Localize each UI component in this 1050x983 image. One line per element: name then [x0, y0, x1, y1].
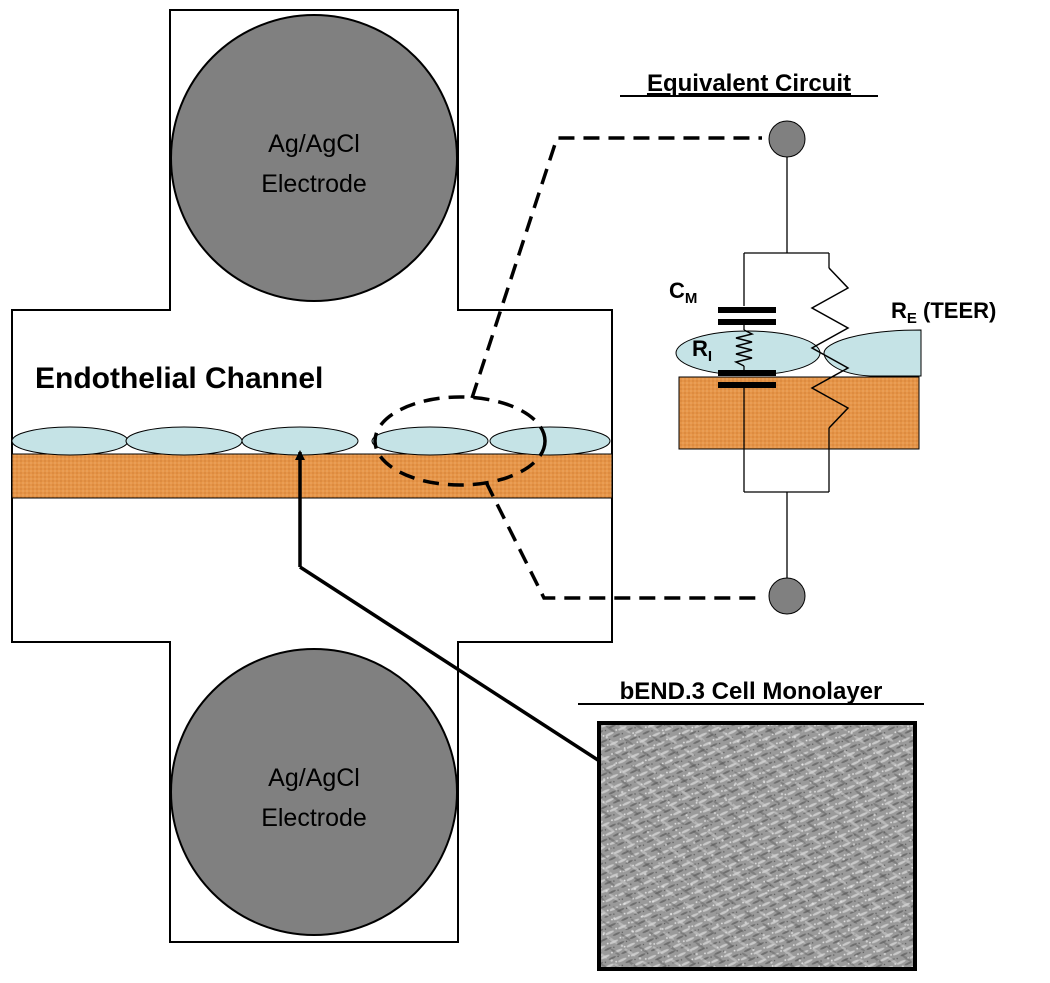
zoom-leader-top — [470, 136, 762, 399]
electrode-bottom — [170, 648, 458, 936]
circuit-cell-right — [823, 329, 922, 377]
label-ri: RI — [692, 336, 712, 365]
cell-layer — [11, 426, 611, 456]
membrane — [11, 453, 613, 499]
circuit-title: Equivalent Circuit — [647, 70, 851, 97]
pointer-line-down — [299, 565, 657, 799]
micrograph-image — [597, 721, 917, 971]
circuit-membrane — [678, 376, 920, 450]
cell — [11, 426, 129, 456]
cell — [489, 426, 611, 456]
label-cm: CM — [669, 278, 697, 307]
cell — [371, 426, 489, 456]
electrode-top-label-2: Electrode — [261, 170, 367, 198]
electrode-top-label-1: Ag/AgCl — [268, 130, 360, 158]
terminal-top — [768, 120, 806, 158]
electrode-bottom-label-2: Electrode — [261, 804, 367, 832]
circuit: CM RI RE (TEER) — [669, 120, 996, 615]
zoom-region — [373, 395, 547, 487]
electrode-top — [170, 14, 458, 302]
cell — [125, 426, 243, 456]
resistor-re — [810, 267, 850, 429]
channel-label: Endothelial Channel — [35, 362, 323, 395]
label-re: RE (TEER) — [891, 298, 996, 327]
zoom-leader-bottom — [484, 481, 762, 600]
resistor-ri — [733, 329, 755, 367]
terminal-bottom — [768, 577, 806, 615]
electrode-bottom-label-1: Ag/AgCl — [268, 764, 360, 792]
cell — [241, 426, 359, 456]
micrograph-title: bEND.3 Cell Monolayer — [620, 678, 883, 705]
